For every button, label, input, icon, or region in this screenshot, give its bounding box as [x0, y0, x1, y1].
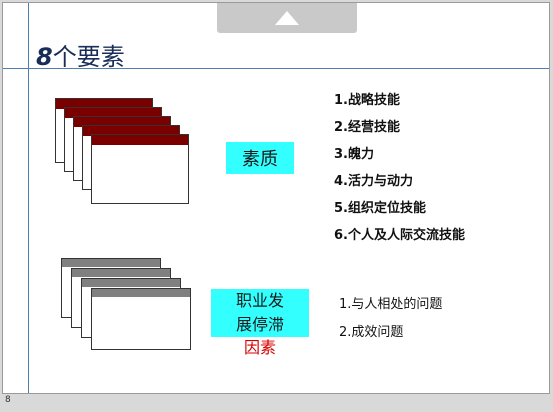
list-item: 5.组织定位技能: [334, 201, 426, 216]
list-item: 4.活力与动力: [334, 174, 413, 189]
career-stall-list: 1.与人相处的问题 2.成效问题: [339, 293, 442, 349]
career-stall-box: 职业发 展停滞: [211, 289, 309, 337]
list-item: 1.战略技能: [334, 93, 400, 108]
career-stall-line1: 职业发: [235, 291, 284, 310]
list-item: 6.个人及人际交流技能: [334, 228, 465, 243]
slide-title: 8个要素: [36, 37, 125, 72]
list-item: 3.魄力: [334, 147, 374, 162]
list-item: 1.与人相处的问题: [339, 297, 443, 312]
quality-list: 1.战略技能 2.经营技能 3.魄力 4.活力与动力 5.组织定位技能 6.个人…: [334, 89, 465, 251]
career-stall-emphasis: 因素: [243, 338, 276, 357]
horizontal-rule: [3, 68, 549, 69]
title-number: 8: [36, 43, 53, 71]
list-item: 2.成效问题: [339, 325, 404, 340]
up-triangle-icon: [275, 11, 299, 25]
list-item: 2.经营技能: [334, 120, 400, 135]
stack-card: [91, 288, 191, 350]
vertical-rule: [28, 3, 29, 393]
title-text: 个要素: [52, 43, 125, 71]
career-stall-line2: 展停滞: [235, 315, 284, 334]
slide: 8个要素 素质 1.战略技能 2.经营技能 3.魄力 4.活力与动力 5.组织定…: [2, 2, 550, 394]
page-number: 8: [5, 395, 11, 405]
quality-box-label: 素质: [242, 149, 278, 170]
quality-box: 素质: [226, 142, 294, 174]
nav-up-button[interactable]: [217, 3, 357, 33]
stack-card: [91, 134, 189, 204]
